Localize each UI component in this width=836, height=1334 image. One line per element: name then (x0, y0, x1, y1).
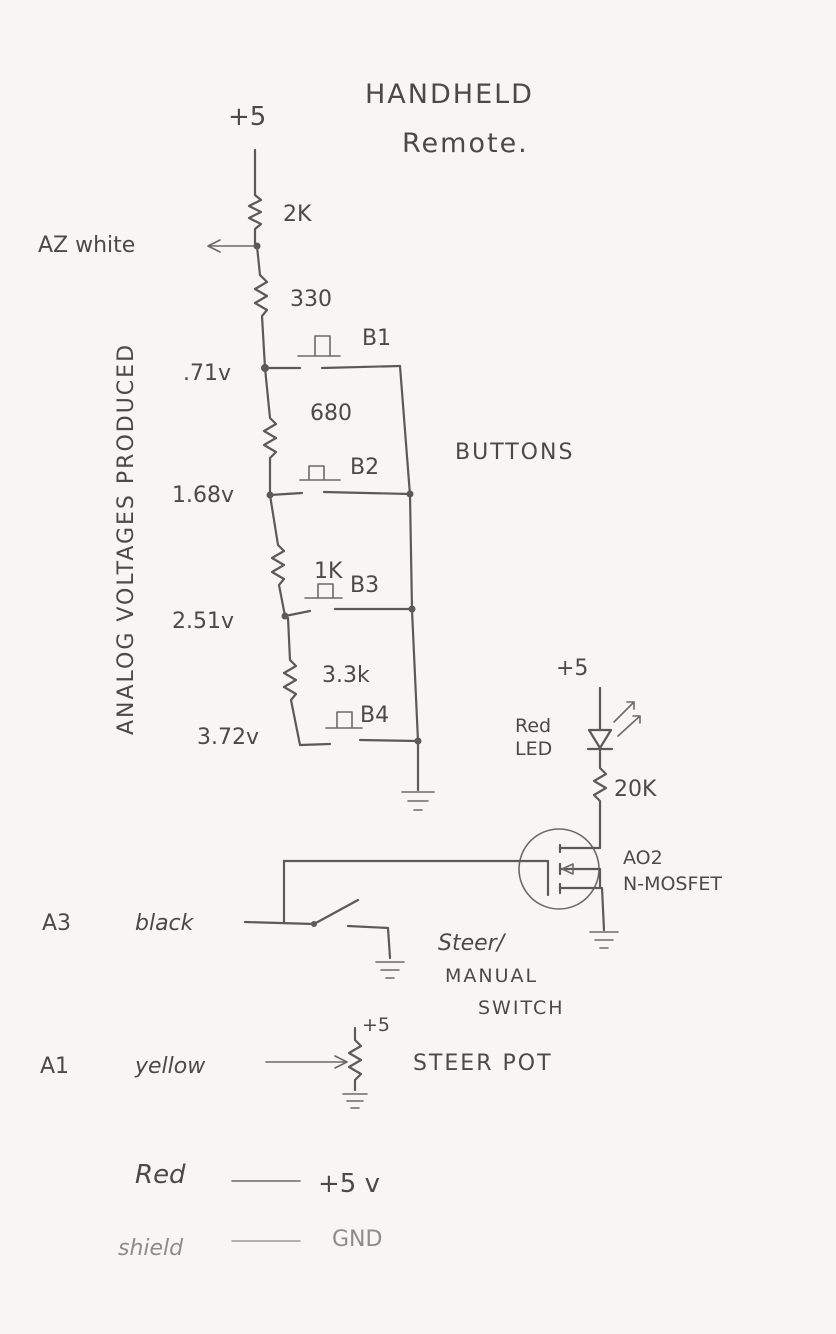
pin-a1-wire-label: yellow (134, 1054, 206, 1079)
mosfet-label-line1: AO2 (623, 847, 663, 869)
switch-label-line3: SWITCH (478, 997, 565, 1019)
resistor-1k (268, 493, 287, 618)
button-b1-label: B1 (362, 326, 391, 351)
button-b4-label: B4 (360, 703, 389, 728)
resistor-20k-label: 20K (614, 777, 657, 802)
button-b1-actuator (297, 335, 341, 357)
pin-a3-wire-label: black (135, 911, 195, 936)
led-emission-arrows (613, 701, 641, 737)
led-label-line2: LED (515, 738, 552, 760)
red-wire-label: Red (135, 1160, 186, 1190)
resistor-330-label: 330 (290, 287, 332, 312)
resistor-2k (247, 193, 263, 248)
resistor-3k3 (282, 616, 302, 747)
buttons-group-label: BUTTONS (455, 440, 574, 465)
voltage-v2: 1.68v (172, 483, 234, 508)
node-b2-bus (406, 490, 414, 498)
supply-led-label: +5 (556, 656, 588, 681)
ground-mosfet (589, 931, 619, 949)
resistor-680-label: 680 (310, 401, 352, 426)
ground-pot (342, 1093, 368, 1109)
supply-top-label: +5 (228, 102, 266, 132)
ground-buttons (401, 791, 435, 811)
resistor-20k (592, 747, 608, 847)
button-b2-label: B2 (350, 455, 379, 480)
shield-wire-value: GND (332, 1227, 382, 1252)
pot-arrow (265, 1055, 348, 1069)
button-b2-contacts (268, 490, 412, 497)
pin-a2-label: AZ white (38, 233, 135, 258)
wire-a2-330 (255, 244, 262, 277)
node-b4-bus (414, 737, 422, 745)
led-symbol (586, 728, 614, 751)
button-b3-contacts (283, 607, 412, 618)
red-wire-value: +5 v (318, 1169, 380, 1199)
switch-label-line2: MANUAL (445, 965, 538, 987)
led-label-line1: Red (515, 715, 551, 737)
mosfet-gate (282, 859, 550, 897)
switch-input-wire (243, 920, 316, 926)
button-b1-contacts (263, 364, 402, 370)
voltage-v1: .71v (183, 361, 231, 386)
switch-label-line1: Steer/ (438, 931, 507, 956)
voltage-v4: 3.72v (197, 725, 259, 750)
button-b3-label: B3 (350, 573, 379, 598)
title-line1: HANDHELD (365, 79, 534, 110)
button-b3-actuator (304, 583, 343, 599)
mosfet-label-line2: N-MOSFET (623, 873, 722, 895)
resistor-2k-label: 2K (283, 202, 312, 227)
button-b4-contacts (298, 738, 420, 747)
switch-blade (312, 898, 360, 926)
node-b3-bus (408, 605, 416, 613)
button-b2-actuator (299, 465, 341, 481)
resistor-3k3-label: 3.3k (322, 663, 370, 688)
switch-output-wire (346, 924, 392, 960)
pin-a1-label: A1 (40, 1054, 69, 1079)
ground-switch (375, 961, 405, 979)
voltage-v3: 2.51v (172, 609, 234, 634)
side-label: ANALOG VOLTAGES PRODUCED (114, 343, 139, 735)
resistor-1k-label: 1K (314, 559, 343, 584)
mosfet-arrow (561, 863, 574, 875)
potentiometer (347, 1026, 363, 1092)
resistor-680 (262, 366, 278, 497)
pin-a2-arrow (207, 239, 255, 253)
button-b4-actuator (325, 711, 363, 729)
pot-label: STEER POT (413, 1051, 553, 1076)
resistor-330 (253, 273, 269, 370)
supply-pot-label: +5 (362, 1014, 390, 1036)
shield-wire-label: shield (118, 1236, 184, 1261)
pin-a3-label: A3 (42, 911, 71, 936)
title-line2: Remote. (402, 128, 529, 159)
button-bus (398, 364, 420, 792)
